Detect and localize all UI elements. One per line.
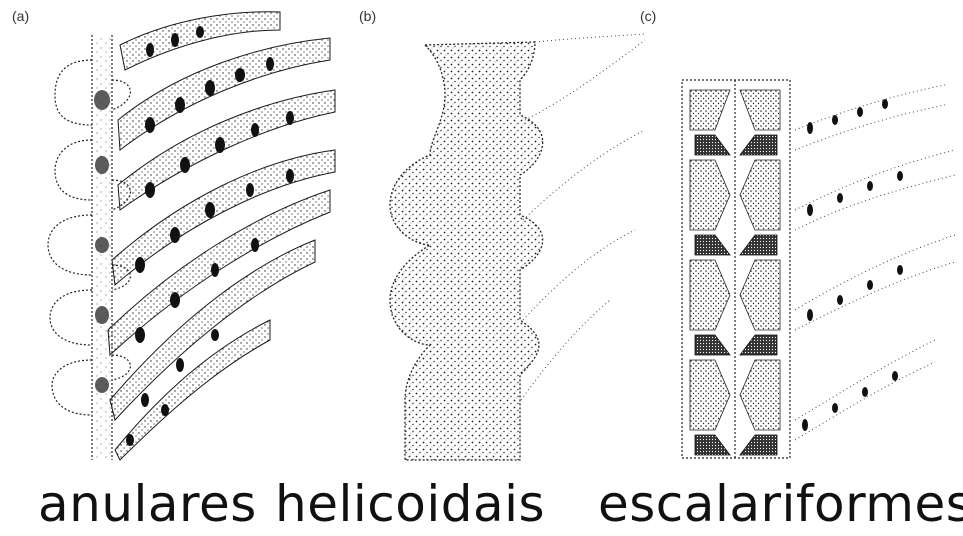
helical-vessel-drawing — [345, 0, 645, 465]
caption-scalariform: escalariformes — [598, 474, 963, 534]
caption-annular: anulares — [38, 474, 257, 534]
panel-annular: (a) — [0, 0, 345, 465]
caption-helical: helicoidais — [275, 474, 545, 534]
panel-helical: (b) helicoidais — [345, 0, 645, 465]
annular-vessel-drawing — [0, 0, 345, 465]
panel-scalariform: (c) — [645, 0, 963, 465]
scalariform-vessel-drawing — [645, 0, 963, 465]
